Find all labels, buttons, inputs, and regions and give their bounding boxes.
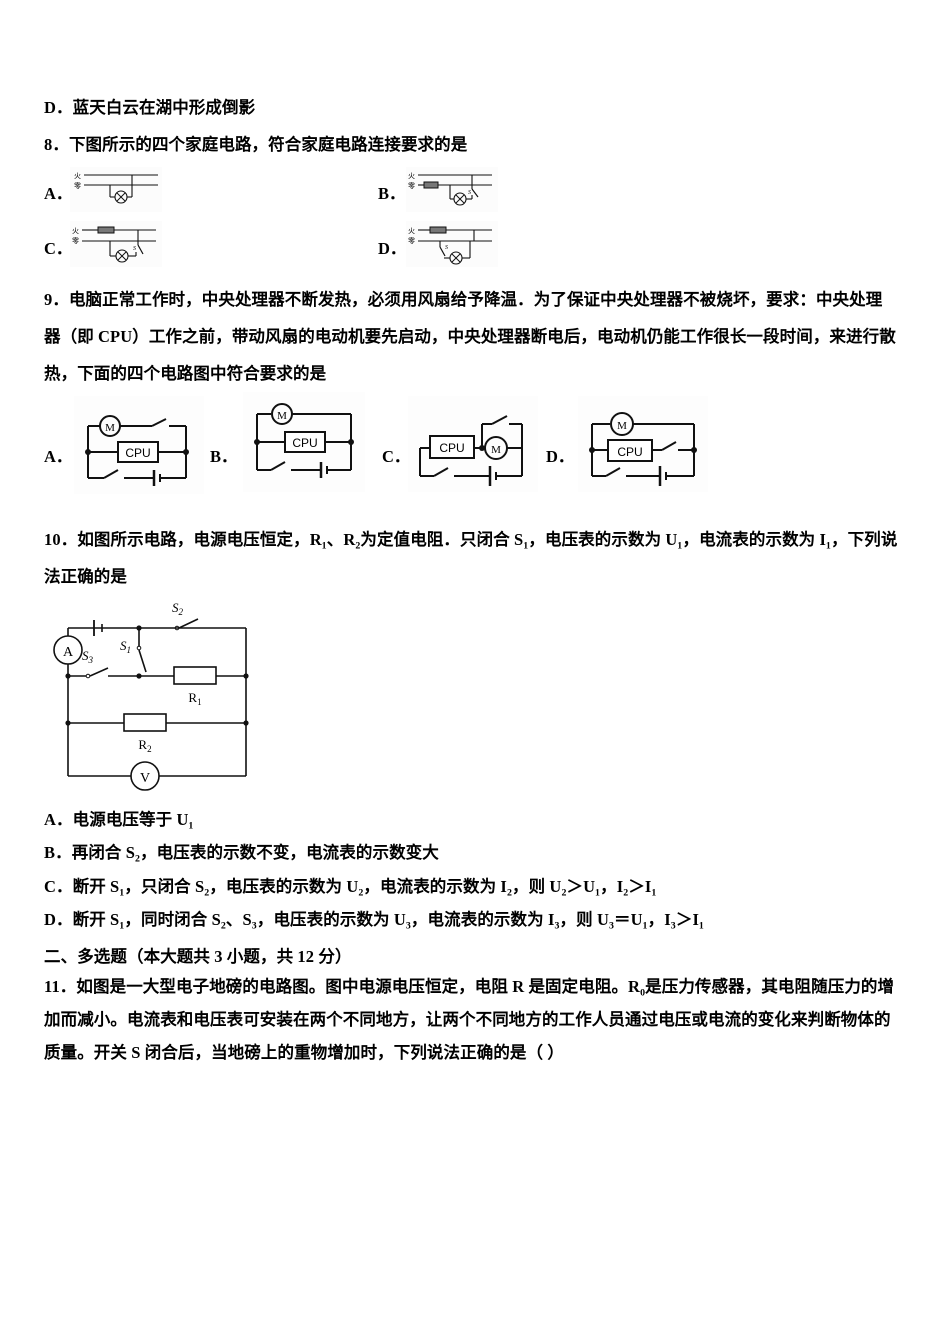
q8-number: 8． xyxy=(44,135,69,154)
switch-s3-blade xyxy=(89,667,109,677)
q10-stem-line-1: 10．如图所示电路，电源电压恒定，R₁、R₂为定值电阻．只闭合 S₁，电压表的示… xyxy=(44,528,897,553)
cpu-label: CPU xyxy=(292,436,317,450)
q10-stem-line-2: 法正确的是 xyxy=(44,567,127,586)
q9-option-b-figure: M CPU xyxy=(243,392,365,492)
cpu-label: CPU xyxy=(617,445,642,459)
voltmeter-label: V xyxy=(140,771,150,786)
q10-option-c-text: 断开 S₁，只闭合 S₂，电压表的示数为 U₂，电流表的示数为 I₂，则 U₂＞… xyxy=(72,877,657,896)
switch-label: S xyxy=(133,246,136,252)
q10-circuit-figure: A S2 S1 S3 R1 xyxy=(46,598,296,793)
fuse-symbol xyxy=(97,226,115,234)
neutral-wire-label: 零 xyxy=(74,182,81,190)
q7-option-d: D．蓝天白云在湖中形成倒影 xyxy=(44,98,256,117)
q10-option-a-letter: A． xyxy=(44,810,73,829)
q8-option-c-figure: 火 零 S xyxy=(70,221,162,267)
switch-blade xyxy=(137,244,144,255)
live-wire-label: 火 xyxy=(72,227,79,235)
switch-blade xyxy=(605,467,621,477)
q10-option-b-letter: B． xyxy=(44,843,72,862)
live-wire-label: 火 xyxy=(74,172,81,180)
switch-blade xyxy=(439,246,446,257)
switch-blade xyxy=(270,461,286,471)
motor-label: M xyxy=(277,410,287,422)
q8-option-b-figure: 火 零 S xyxy=(406,167,498,212)
fuse-symbol xyxy=(429,226,447,234)
neutral-wire-label: 零 xyxy=(72,237,79,245)
live-wire-label: 火 xyxy=(408,172,415,180)
q10-option-d-letter: D． xyxy=(44,910,73,929)
q9-option-b-letter: B． xyxy=(210,447,238,466)
switch-s1-blade xyxy=(138,649,147,673)
q9-option-c-letter: C． xyxy=(382,447,411,466)
section-2-heading: 二、多选题（本大题共 3 小题，共 12 分） xyxy=(44,947,352,966)
q10-option-a: A．电源电压等于 U₁ xyxy=(44,808,194,833)
resistor-r2-symbol xyxy=(123,713,167,732)
q10-option-d: D．断开 S₁，同时闭合 S₂、S₃，电压表的示数为 U₃，电流表的示数为 I₃… xyxy=(44,908,704,933)
live-wire-label: 火 xyxy=(408,227,415,235)
q8-stem-line: 8．下图所示的四个家庭电路，符合家庭电路连接要求的是 xyxy=(44,133,467,158)
q11-stem-line-1: 11．如图是一大型电子地磅的电路图。图中电源电压恒定，电阻 R 是固定电阻。R₀… xyxy=(44,975,894,1000)
q9-stem-line-2: 器（即 CPU）工作之前，带动风扇的电动机要先启动，中央处理器断电后，电动机仍能… xyxy=(44,327,896,346)
switch-label: S xyxy=(468,190,471,196)
q9-stem-line-1: 9．电脑正常工作时，中央处理器不断发热，必须用风扇给予降温．为了保证中央处理器不… xyxy=(44,288,882,313)
switch-blade xyxy=(471,188,479,198)
q11-stem-line-2: 加而减小。电流表和电压表可安装在两个不同地方，让两个不同地方的工作人员通过电压或… xyxy=(44,1010,891,1029)
fuse-symbol xyxy=(423,181,439,189)
cpu-label: CPU xyxy=(125,446,150,460)
switch-blade xyxy=(103,469,119,479)
q11-stem-line-3: 质量。开关 S 闭合后，当地磅上的重物增加时，下列说法正确的是（ ） xyxy=(44,1043,564,1062)
q8-option-d-figure: 火 零 S xyxy=(406,221,498,267)
q8-option-b-letter: B． xyxy=(378,184,406,203)
q10-option-c-letter: C． xyxy=(44,877,73,896)
motor-label: M xyxy=(491,444,501,456)
switch-label: S xyxy=(445,245,448,251)
cpu-label: CPU xyxy=(439,441,464,455)
q9-option-a-figure: M CPU xyxy=(74,396,204,494)
q10-number: 10． xyxy=(44,530,78,549)
ammeter-label: A xyxy=(63,645,74,660)
motor-label: M xyxy=(617,420,627,432)
q9-stem-line-3: 热，下面的四个电路图中符合要求的是 xyxy=(44,364,327,383)
motor-label: M xyxy=(105,422,115,434)
q8-stem-text: 下图所示的四个家庭电路，符合家庭电路连接要求的是 xyxy=(68,135,468,154)
q9-stem-text-1: 电脑正常工作时，中央处理器不断发热，必须用风扇给予降温．为了保证中央处理器不被烧… xyxy=(68,290,883,309)
q9-option-d-letter: D． xyxy=(546,447,575,466)
q8-option-a-letter: A． xyxy=(44,184,73,203)
q10-option-b: B．再闭合 S₂，电压表的示数不变，电流表的示数变大 xyxy=(44,841,439,866)
q10-option-c: C．断开 S₁，只闭合 S₂，电压表的示数为 U₂，电流表的示数为 I₂，则 U… xyxy=(44,875,657,900)
switch-blade xyxy=(433,467,449,477)
q9-option-d-figure: M CPU xyxy=(578,396,708,492)
q8-option-c-letter: C． xyxy=(44,239,73,258)
q11-stem-text-1: 如图是一大型电子地磅的电路图。图中电源电压恒定，电阻 R 是固定电阻。R₀是压力… xyxy=(76,977,895,996)
switch-blade xyxy=(491,415,508,425)
neutral-wire-label: 零 xyxy=(408,182,415,190)
q8-option-d-letter: D． xyxy=(378,239,407,258)
q10-option-a-text: 电源电压等于 U₁ xyxy=(72,810,194,829)
switch-s2-label: S2 xyxy=(172,600,184,617)
resistor-r2-label: R2 xyxy=(138,737,151,754)
q9-number: 9． xyxy=(44,290,69,309)
switch-blade xyxy=(151,418,167,427)
switch-s1-label: S1 xyxy=(120,638,131,655)
switch-s3-label: S3 xyxy=(82,648,94,665)
q10-stem-text-1: 如图所示电路，电源电压恒定，R₁、R₂为定值电阻．只闭合 S₁，电压表的示数为 … xyxy=(77,530,898,549)
q9-option-c-figure: CPU M xyxy=(408,396,538,492)
neutral-wire-label: 零 xyxy=(408,237,415,245)
switch-s2-blade xyxy=(178,618,199,629)
q11-number: 11． xyxy=(44,977,77,996)
q10-option-d-text: 断开 S₁，同时闭合 S₂、S₃，电压表的示数为 U₃，电流表的示数为 I₃，则… xyxy=(72,910,705,929)
resistor-r1-label: R1 xyxy=(188,690,201,707)
q10-option-b-text: 再闭合 S₂，电压表的示数不变，电流表的示数变大 xyxy=(71,843,439,862)
q8-option-a-figure: 火 零 xyxy=(70,167,162,212)
q9-option-a-letter: A． xyxy=(44,447,73,466)
switch-blade xyxy=(661,441,677,451)
resistor-r1-symbol xyxy=(173,666,217,685)
